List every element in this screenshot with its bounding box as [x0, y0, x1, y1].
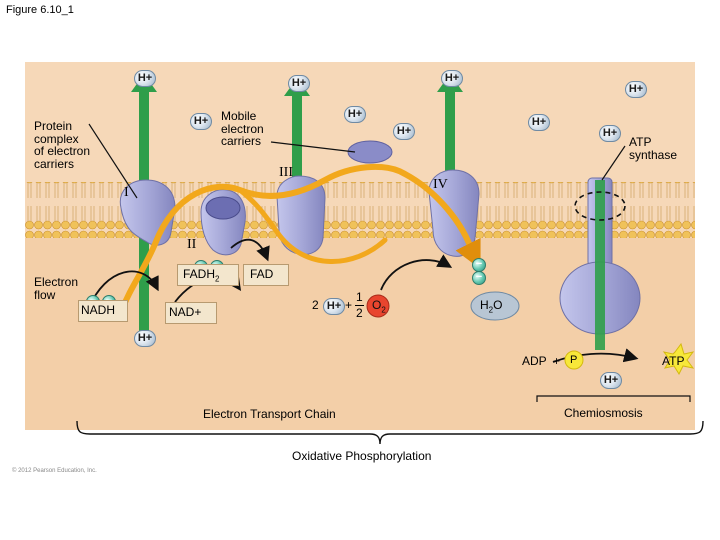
- atp-label: ATP: [662, 354, 685, 368]
- oxygen-molecule: [366, 294, 390, 318]
- nad-plus-box: NAD+: [165, 302, 217, 324]
- proton-ion: H+: [288, 75, 310, 92]
- two-protons-coefficient: 2: [312, 298, 319, 312]
- complex-ii-label: II: [187, 237, 197, 252]
- electron-transport-chain-label: Electron Transport Chain: [203, 407, 336, 421]
- electron-flow-label: Electron flow: [34, 275, 79, 302]
- plus-sign: +: [345, 298, 353, 312]
- nadh-box: NADH: [78, 300, 128, 322]
- fadh2-box: FADH2: [177, 264, 239, 286]
- fad-arrow: [230, 238, 270, 262]
- proton-ion: H+: [600, 372, 622, 389]
- o2-label: O2: [372, 298, 386, 315]
- protein-complex-label: Protein complex of electron carriers: [34, 119, 91, 171]
- atp-synthase-protein: [559, 177, 641, 350]
- proton-ion: H+: [599, 125, 621, 142]
- adp-label: ADP: [522, 354, 547, 368]
- figure-title: Figure 6.10_1: [6, 4, 74, 16]
- oxidative-phosphorylation-label: Oxidative Phosphorylation: [292, 449, 432, 463]
- phosphate-sphere: [564, 350, 584, 370]
- proton-ion: H+: [441, 70, 463, 87]
- phosphate-label: P: [570, 354, 578, 366]
- copyright-notice: © 2012 Pearson Education, Inc.: [12, 468, 97, 474]
- half-denominator: 2: [356, 306, 363, 320]
- complex-iii-label: III: [279, 165, 293, 180]
- proton-ion: H+: [134, 70, 156, 87]
- proton-ion: H+: [344, 106, 366, 123]
- electron-path-2: [237, 187, 388, 264]
- water-molecule: [470, 291, 520, 321]
- protein-complex-pointer: [88, 123, 138, 199]
- chemiosmosis-label: Chemiosmosis: [564, 406, 643, 420]
- oxygen-arrow: [380, 254, 453, 291]
- complex-i-label: I: [124, 185, 129, 200]
- ubiquinone: [205, 196, 241, 220]
- atp-starburst: [662, 342, 695, 376]
- atp-synthase-pointer: [601, 145, 626, 181]
- proton-ion: H+: [323, 298, 345, 315]
- oxidative-phosphorylation-diagram: H+ H+ H+ H+ H+ H+ H+ H+ H+ H+ H+ H+ − − …: [25, 62, 695, 430]
- adp-plus-sign: +: [553, 354, 561, 368]
- mobile-carriers-label: Mobile electron carriers: [221, 109, 264, 149]
- proton-ion: H+: [134, 330, 156, 347]
- atp-synthase-label: ATP synthase: [629, 135, 678, 162]
- cytochrome-c: [347, 140, 393, 164]
- mobile-carrier-pointer: [270, 141, 356, 153]
- fad-box: FAD: [243, 264, 289, 286]
- h2o-label: H2O: [480, 298, 503, 315]
- electron: −: [472, 271, 486, 285]
- electron: −: [472, 258, 486, 272]
- proton-ion: H+: [528, 114, 550, 131]
- proton-ion: H+: [393, 123, 415, 140]
- electron-path: [118, 163, 476, 315]
- proton-ion: H+: [190, 113, 212, 130]
- proton-ion: H+: [625, 81, 647, 98]
- fraction-bar: [355, 305, 364, 306]
- complex-iv-label: IV: [433, 177, 448, 192]
- atp-arrow: [552, 348, 639, 363]
- half-numerator: 1: [356, 290, 363, 304]
